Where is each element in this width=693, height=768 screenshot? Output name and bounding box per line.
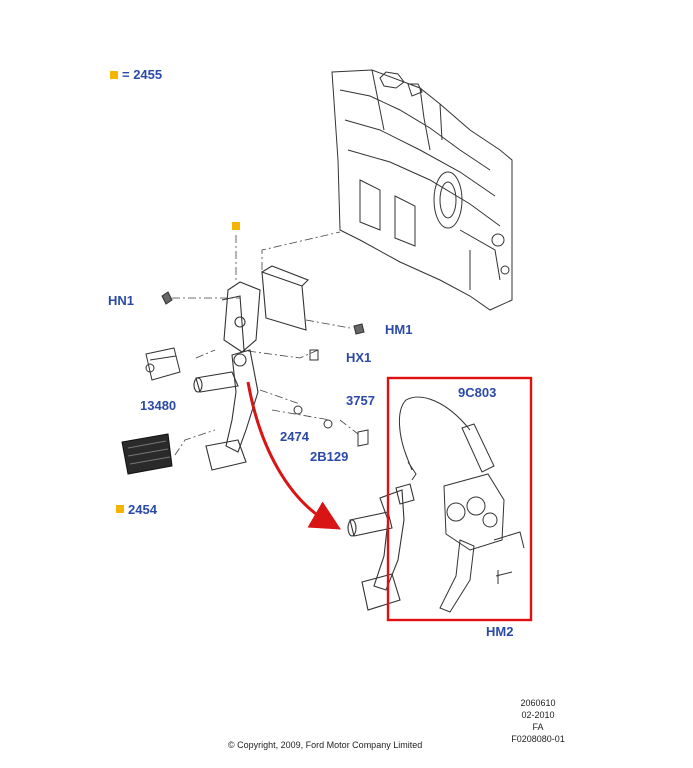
leader-lines (172, 231, 359, 456)
square-marker-icon (110, 70, 118, 79)
arrow-icon (246, 381, 341, 530)
callout-hn1: HN1 (108, 293, 135, 308)
callout-hm2: HM2 (486, 624, 514, 639)
callout-13480: 13480 (140, 398, 177, 413)
legend-text: = 2455 (122, 67, 163, 82)
adjustable-pedal (347, 483, 415, 611)
reference-block: 2060610 02-2010 FA F0208080-01 (506, 697, 570, 745)
ref-line-4: F0208080-01 (511, 734, 565, 744)
legend: = 2455 (110, 67, 162, 82)
callout-hm1: HM1 (385, 322, 413, 337)
highlight-box (386, 376, 533, 622)
bulkhead-structure (331, 69, 513, 311)
callout-2454: 2454 (128, 502, 157, 517)
callout-hx1: HX1 (346, 350, 372, 365)
small-components (121, 291, 369, 475)
adjustable-pedal-module (398, 396, 525, 613)
copyright: © Copyright, 2009, Ford Motor Company Li… (228, 740, 423, 750)
callout-2474: 2474 (280, 429, 309, 444)
callout-3757: 3757 (346, 393, 375, 408)
ref-line-2: 02-2010 (521, 710, 555, 720)
ref-line-1: 2060610 (520, 698, 556, 708)
ref-line-3: FA (532, 722, 544, 732)
callout-9c803: 9C803 (458, 385, 497, 400)
square-marker-icon (116, 505, 124, 513)
square-marker-icon (232, 222, 240, 230)
pedal-box-assembly (193, 265, 309, 471)
callout-2b129: 2B129 (310, 449, 349, 464)
